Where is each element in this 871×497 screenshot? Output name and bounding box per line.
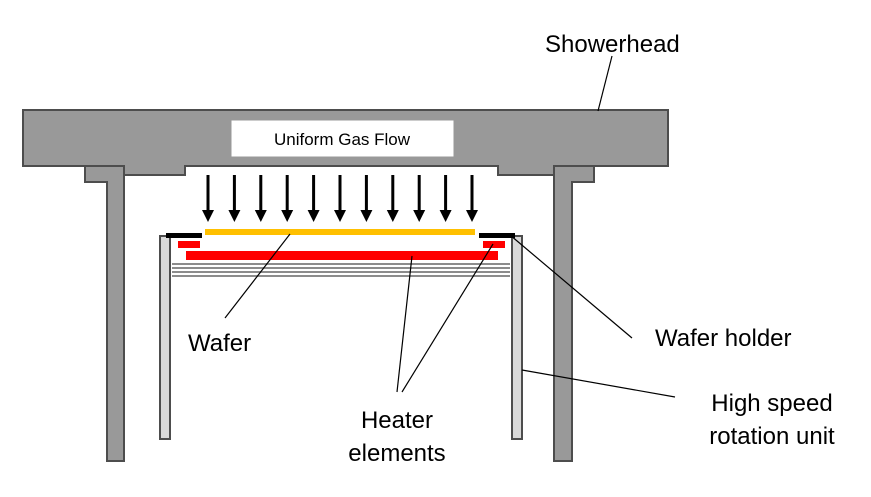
gas-flow-arrows [202,175,478,222]
gas-flow-label: Uniform Gas Flow [274,130,411,149]
leader-lines [224,55,676,398]
wafer-holder-leader [509,234,633,339]
gas-flow-arrow-head [281,210,294,222]
right-chamber-wall [553,165,595,462]
rotation-unit-label-line2: rotation unit [709,423,835,450]
rotation-unit-label-line1: High speed [711,390,832,417]
wafer [205,229,475,235]
gas-flow-arrow-head [228,210,241,222]
rotation-unit-leader [521,369,676,398]
heater-element-main [186,251,498,260]
gas-flow-arrow-head [202,210,214,222]
wafer-holder-label: Wafer holder [655,325,792,352]
showerhead-leader [597,55,613,112]
gas-flow-arrow-head [466,210,478,222]
left-chamber-wall [84,165,125,462]
heater-element-right-small [483,241,505,248]
showerhead-label: Showerhead [545,31,680,58]
heater-element-left-small [178,241,200,248]
gas-flow-arrow-head [439,210,452,222]
wafer-label: Wafer [188,330,251,357]
heater-leader-main [396,255,413,393]
gas-flow-arrow-head [386,210,399,222]
insulation-layers [172,263,510,277]
gas-flow-arrow-head [307,210,320,222]
gas-flow-box [231,120,454,157]
rotation-unit-right-wall [511,235,523,440]
wafer-holder-right [479,233,515,238]
heater-label-line1: Heater [361,407,433,434]
gas-flow-arrow-head [334,210,346,222]
gas-flow-arrow-head [360,210,373,222]
gas-flow-arrow-head [413,210,426,222]
heater-label-line2: elements [348,440,445,467]
heater-leader-right [401,243,494,393]
wafer-leader [224,233,291,319]
wafer-holder-left [166,233,202,238]
gas-flow-arrow-head [254,210,267,222]
rotation-unit-left-wall [159,235,171,440]
